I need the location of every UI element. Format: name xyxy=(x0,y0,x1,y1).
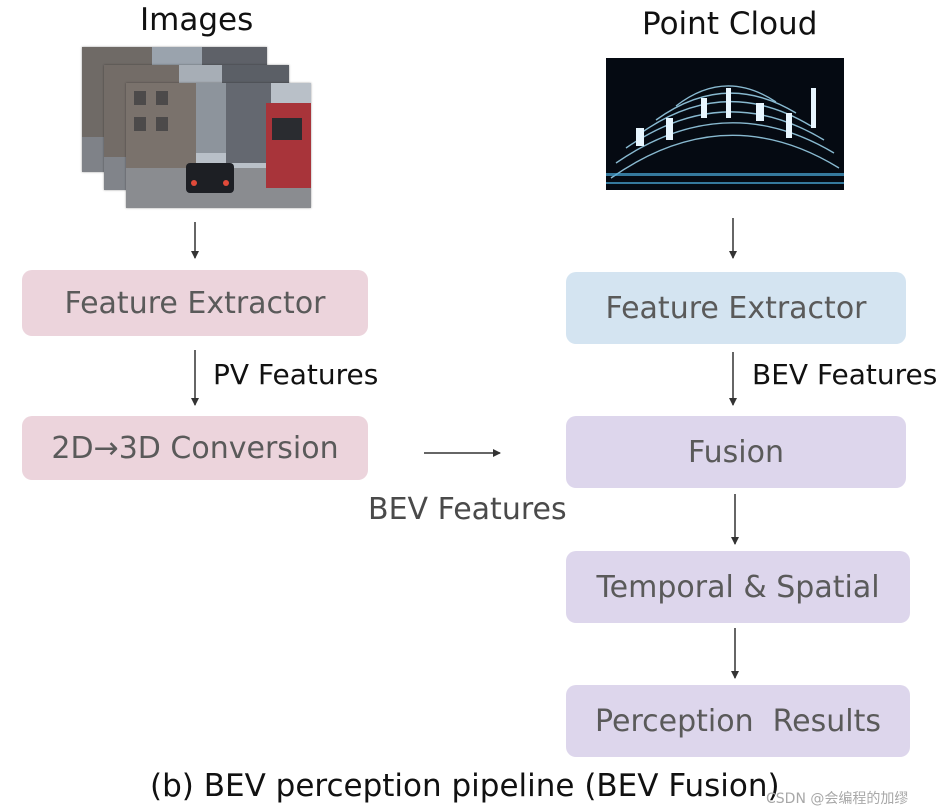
conversion-label: 2D→3D Conversion xyxy=(51,430,339,466)
perception-results-label: Perception Results xyxy=(594,703,881,739)
point-cloud-image xyxy=(606,58,844,190)
fusion-box: Fusion xyxy=(566,416,906,488)
lidar-feature-extractor-label: Feature Extractor xyxy=(605,290,867,326)
figure-caption: (b) BEV perception pipeline (BEV Fusion) xyxy=(150,768,780,804)
lidar-feature-extractor-box: Feature Extractor xyxy=(566,272,906,344)
camera-image-front xyxy=(126,83,311,208)
camera-feature-extractor-box: Feature Extractor xyxy=(22,270,368,336)
point-cloud-title: Point Cloud xyxy=(642,6,818,42)
pv-features-label: PV Features xyxy=(213,358,379,391)
perception-results-box: Perception Results xyxy=(566,685,910,757)
conversion-box: 2D→3D Conversion xyxy=(22,416,368,480)
bev-features-left-label: BEV Features xyxy=(368,492,567,527)
watermark: CSDN @会编程的加缪 xyxy=(766,791,909,807)
bev-features-right-label: BEV Features xyxy=(752,358,938,391)
temporal-spatial-box: Temporal & Spatial xyxy=(566,551,910,623)
temporal-spatial-label: Temporal & Spatial xyxy=(596,569,880,605)
camera-feature-extractor-label: Feature Extractor xyxy=(64,285,326,321)
fusion-label: Fusion xyxy=(688,434,784,470)
images-title: Images xyxy=(140,2,254,38)
